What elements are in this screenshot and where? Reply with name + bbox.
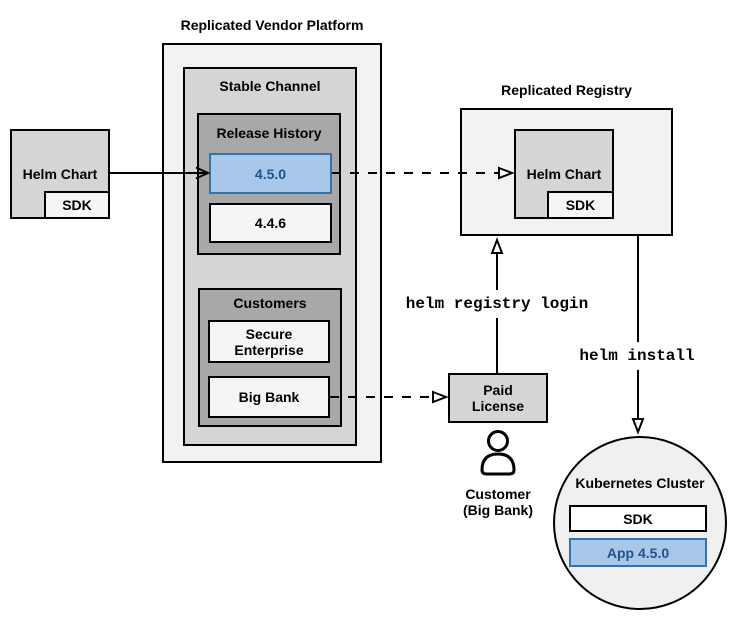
release-4-5-0-label: 4.5.0 xyxy=(254,165,287,182)
paid-license-label: Paid License xyxy=(471,382,525,414)
helm-registry-login-label: helm registry login xyxy=(399,290,595,318)
helm-install-label: helm install xyxy=(573,342,701,370)
release-history-label: Release History xyxy=(216,125,322,141)
cluster-sdk-box: SDK xyxy=(569,505,707,532)
source-sdk-box: SDK xyxy=(44,191,110,219)
paid-license-box: Paid License xyxy=(448,373,548,423)
registry-sdk-label: SDK xyxy=(565,197,596,213)
cluster-sdk-label: SDK xyxy=(623,510,653,527)
kubernetes-cluster-label: Kubernetes Cluster xyxy=(575,475,705,491)
customer-label: Customer (Big Bank) xyxy=(448,486,548,518)
customer-secure-enterprise-box: Secure Enterprise xyxy=(208,320,330,363)
customer-big-bank-box: Big Bank xyxy=(208,376,330,418)
customer-big-bank-label: Big Bank xyxy=(238,389,300,405)
customer-secure-enterprise-label: Secure Enterprise xyxy=(234,325,304,358)
customer-detail: (Big Bank) xyxy=(463,502,533,518)
stable-channel-label: Stable Channel xyxy=(219,78,321,94)
release-4-5-0-box: 4.5.0 xyxy=(209,153,332,194)
registry-helm-chart-label: Helm Chart xyxy=(526,166,602,182)
cluster-app-label: App 4.5.0 xyxy=(606,544,670,561)
customer-person-icon xyxy=(480,430,516,476)
release-4-4-6-box: 4.4.6 xyxy=(209,203,332,243)
vendor-platform-title: Replicated Vendor Platform xyxy=(180,17,364,33)
customer-name: Customer xyxy=(465,486,531,502)
registry-title: Replicated Registry xyxy=(501,82,632,98)
release-4-4-6-label: 4.4.6 xyxy=(254,215,287,231)
customers-label: Customers xyxy=(233,295,307,311)
source-helm-chart-label: Helm Chart xyxy=(22,166,98,182)
registry-sdk-box: SDK xyxy=(547,191,614,219)
cluster-app-box: App 4.5.0 xyxy=(569,538,707,567)
source-sdk-label: SDK xyxy=(62,197,92,213)
